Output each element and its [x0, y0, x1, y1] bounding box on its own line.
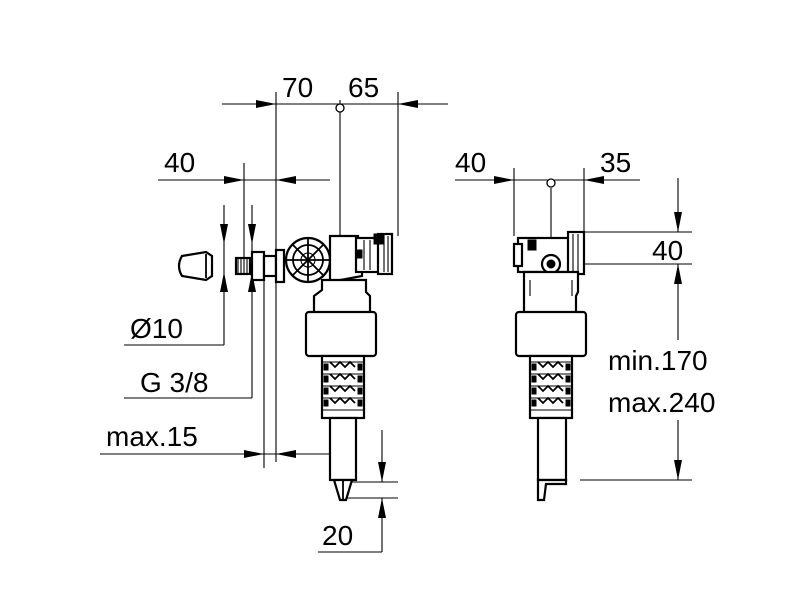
- dim-label-40-front: 40: [164, 147, 195, 178]
- dim-label-70: 70: [282, 72, 313, 103]
- dim-label-max15: max.15: [106, 421, 198, 452]
- front-view: [100, 92, 448, 553]
- dim-label-40-side: 40: [455, 147, 486, 178]
- dim-label-min170: min.170: [608, 345, 708, 376]
- dim-label-40-height: 40: [652, 235, 683, 266]
- dim-label-65: 65: [348, 72, 379, 103]
- dim-label-diameter: Ø10: [130, 313, 183, 344]
- side-view: [455, 168, 692, 502]
- dim-label-35: 35: [600, 147, 631, 178]
- dim-label-max240: max.240: [608, 387, 715, 418]
- dim-label-thread: G 3/8: [140, 367, 208, 398]
- dim-label-20: 20: [322, 520, 353, 551]
